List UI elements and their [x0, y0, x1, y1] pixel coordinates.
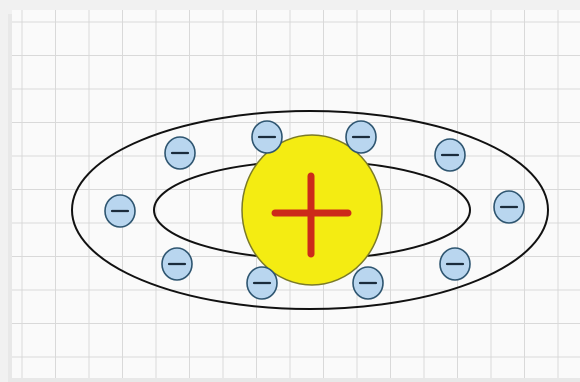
electron: [105, 195, 135, 227]
electron: [353, 267, 383, 299]
electron: [165, 137, 195, 169]
electron: [252, 121, 282, 153]
electron: [435, 139, 465, 171]
electron: [440, 248, 470, 280]
electron: [247, 267, 277, 299]
electron: [162, 248, 192, 280]
electron: [346, 121, 376, 153]
electron: [494, 191, 524, 223]
nucleus: [242, 135, 382, 285]
